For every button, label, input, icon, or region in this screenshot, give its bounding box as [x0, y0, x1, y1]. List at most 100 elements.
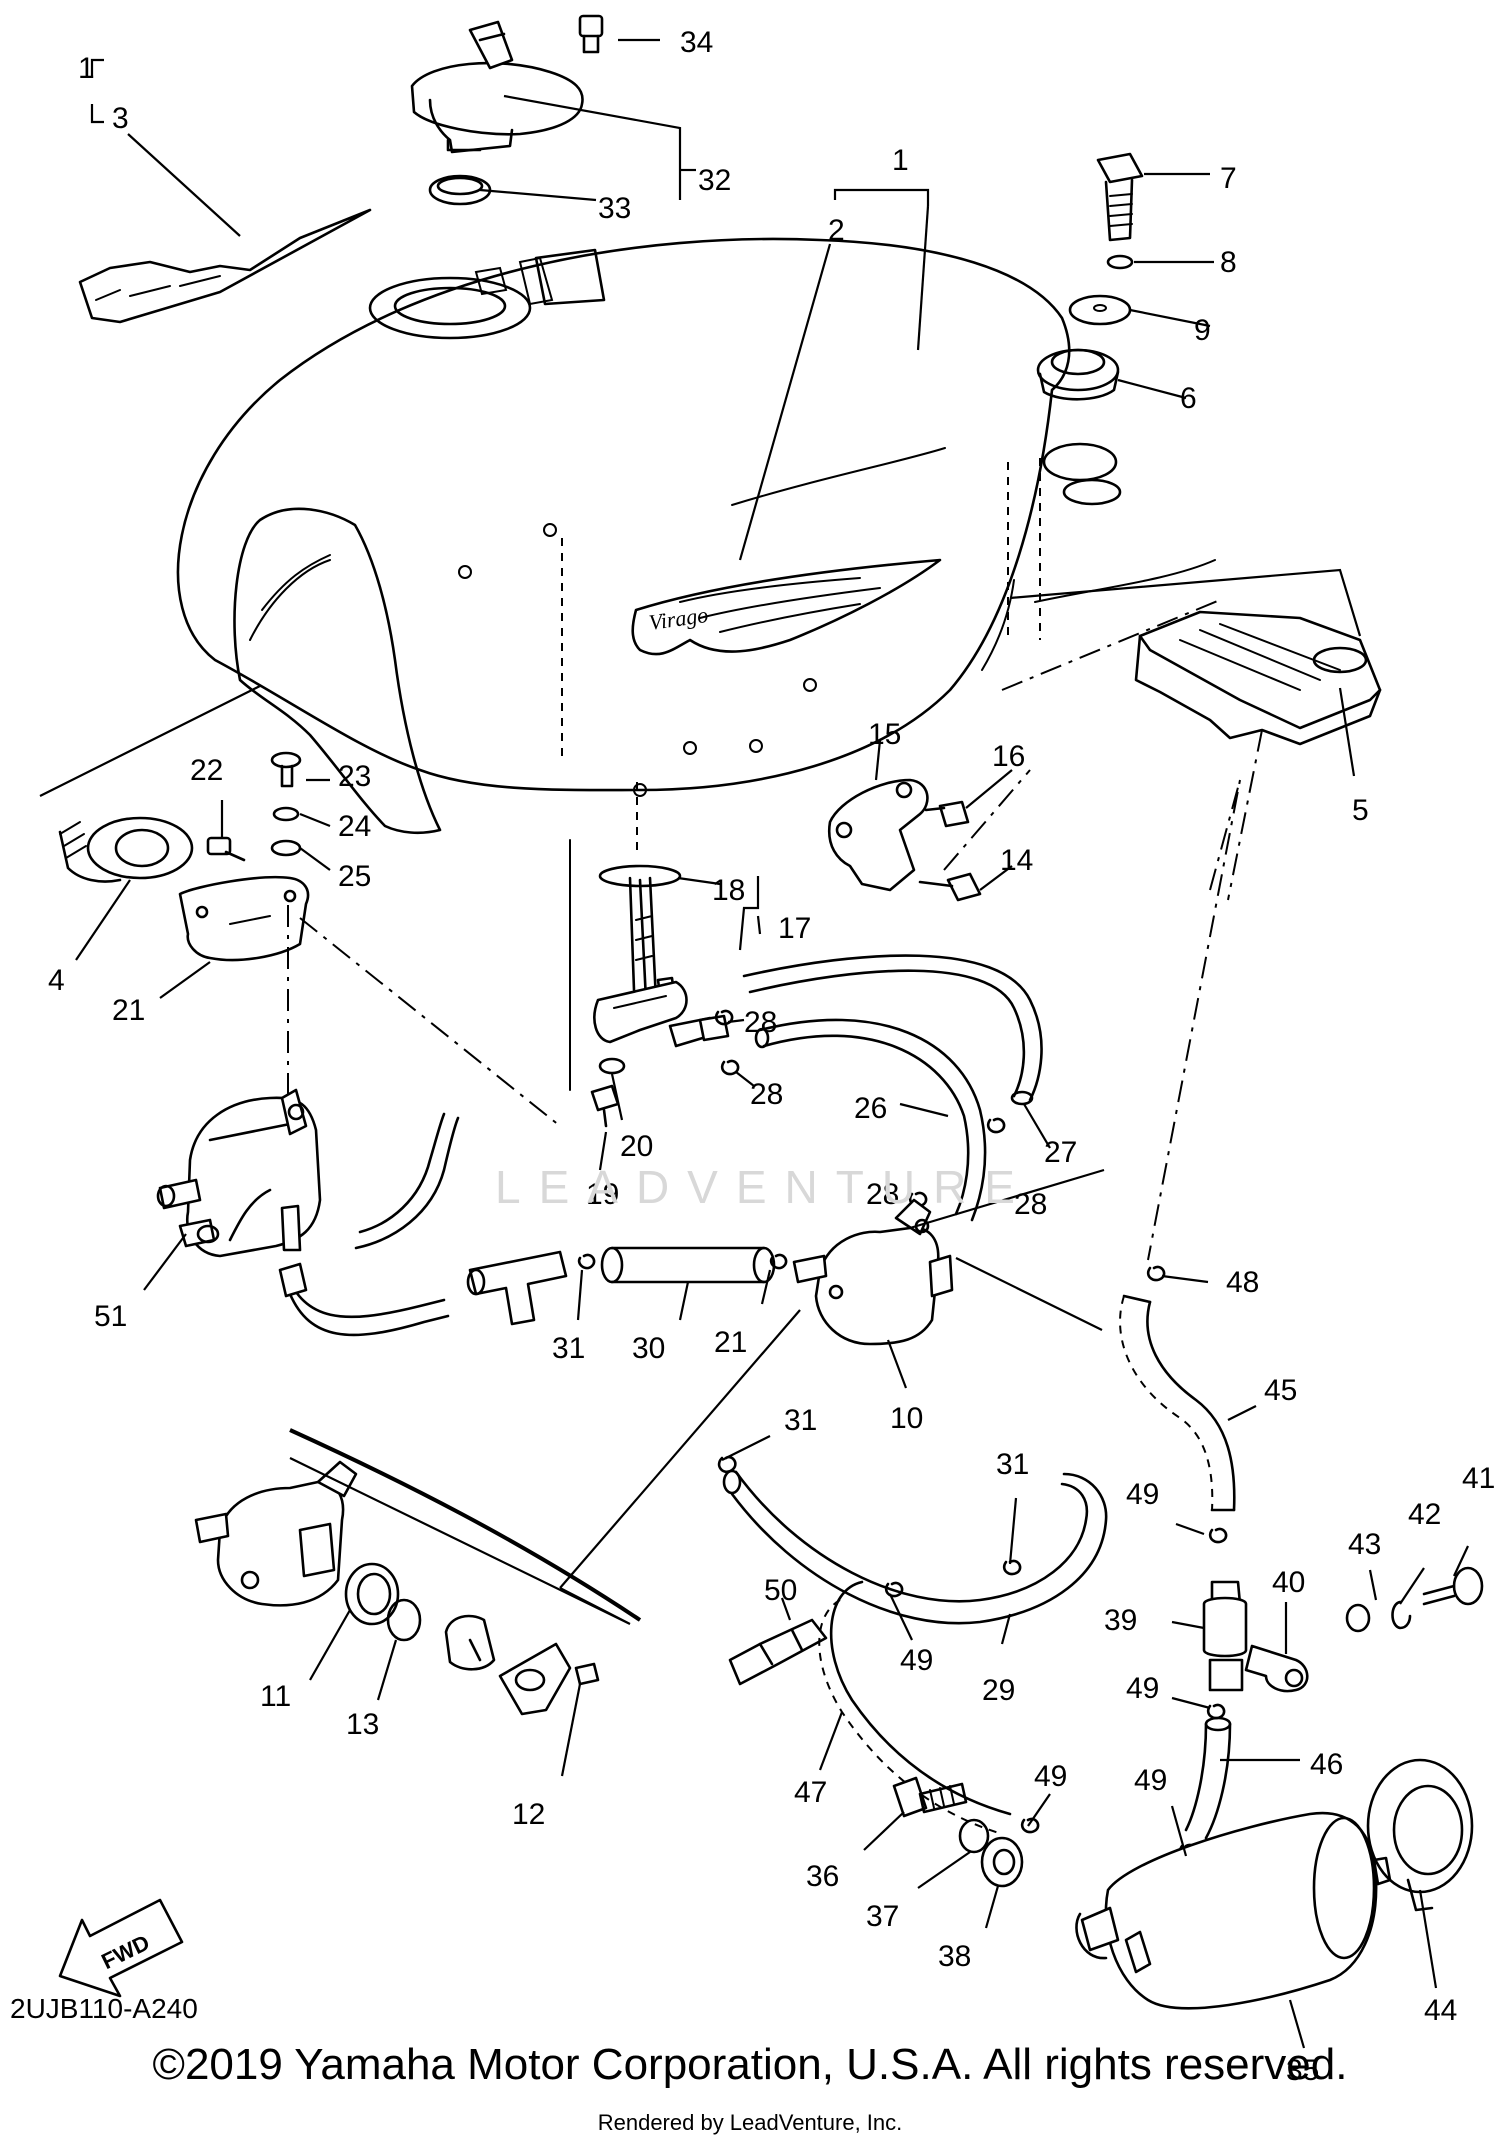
callout-35: 35: [1286, 2054, 1319, 2087]
render-note: Rendered by LeadVenture, Inc.: [597, 2110, 903, 2135]
callout-22: 22: [190, 754, 223, 787]
canister-holder: [1366, 1758, 1474, 1912]
stay-15: [827, 778, 929, 892]
callout-38: 38: [938, 1940, 971, 1973]
washer-24: [272, 806, 300, 822]
callout-30: 30: [632, 1332, 665, 1365]
callout-47: 47: [794, 1776, 827, 1809]
clip-49-a: [1208, 1527, 1228, 1544]
washer-25: [270, 839, 302, 857]
collar-37: [958, 1818, 990, 1854]
fuel-hose-26: [754, 1018, 987, 1222]
fuel-pump: [156, 1088, 322, 1258]
callout-14: 14: [1000, 844, 1033, 877]
bolt-14: [918, 872, 982, 902]
tank-emblem: [631, 558, 942, 656]
callout-1a: 1: [78, 52, 95, 85]
callout-28d: 28: [1014, 1188, 1047, 1221]
clip-49-d: [1020, 1817, 1040, 1834]
callout-18: 18: [712, 874, 745, 907]
callout-31c: 31: [996, 1448, 1029, 1481]
clip-31-c: [1002, 1559, 1022, 1576]
fwd-arrow: [58, 1898, 184, 1998]
damper-4: [58, 816, 194, 883]
callout-6: 6: [1180, 382, 1197, 415]
callout-2: 2: [828, 214, 845, 247]
callout-23: 23: [338, 760, 371, 793]
bolt-16: [924, 800, 970, 828]
valve-39: [1202, 1580, 1248, 1692]
clip-50: [728, 1618, 828, 1686]
tank-decal: [78, 208, 372, 324]
callout-4: 4: [48, 964, 65, 997]
fuel-cock-body: [194, 1460, 358, 1607]
callout-36: 36: [806, 1860, 839, 1893]
lock-washer-42: [1391, 1600, 1412, 1630]
cap-screw: [578, 14, 604, 54]
callout-1b: 1: [892, 144, 909, 177]
diagram-code: 2UJB110-A240: [10, 1993, 198, 2024]
callout-45: 45: [1264, 1374, 1297, 1407]
damper-6: [1036, 348, 1120, 401]
cover-plate-12: [498, 1642, 572, 1716]
leader-lines: [39, 38, 1469, 2049]
callout-34: 34: [680, 26, 713, 59]
callout-19: 19: [586, 1178, 619, 1211]
callout-49a: 49: [1126, 1478, 1159, 1511]
pump-inlet-hose: [278, 1262, 450, 1337]
screw-41: [1422, 1566, 1484, 1606]
callout-33: 33: [598, 192, 631, 225]
callout-3: 3: [112, 102, 129, 135]
callout-40: 40: [1272, 1566, 1305, 1599]
clip-28-c: [908, 1191, 928, 1208]
callout-26: 26: [854, 1092, 887, 1125]
parts-group-bracket: [289, 1428, 642, 1622]
screw-22: [206, 836, 246, 862]
o-ring-13: [386, 1598, 422, 1642]
callout-28b: 28: [750, 1078, 783, 1111]
callout-27: 27: [1044, 1136, 1077, 1169]
lever: [444, 1614, 496, 1671]
clip-28-d: [986, 1117, 1006, 1134]
callout-49b: 49: [1126, 1672, 1159, 1705]
clip-31-b: [717, 1455, 737, 1474]
callout-51: 51: [94, 1300, 127, 1333]
callout-9: 9: [1194, 314, 1211, 347]
callout-24: 24: [338, 810, 371, 843]
callout-31a: 31: [552, 1332, 585, 1365]
callout-49c: 49: [900, 1644, 933, 1677]
bolt-7: [1096, 152, 1144, 242]
callout-10: 10: [890, 1402, 923, 1435]
clip-31-a: [577, 1253, 596, 1270]
lock-washer-8: [1106, 254, 1134, 270]
washer-43: [1345, 1603, 1371, 1633]
copyright-notice: ©2019 Yamaha Motor Corporation, U.S.A. A…: [152, 2040, 1348, 2089]
callout-43: 43: [1348, 1528, 1381, 1561]
callout-29: 29: [982, 1674, 1015, 1707]
fuel-hose-27: [742, 954, 1043, 1106]
callout-numbers: 1 3 34 32 33 1 2 7 8 9 6 5 22 23 24 25 4…: [48, 26, 1495, 2087]
clip-48: [1146, 1265, 1166, 1282]
callout-44: 44: [1424, 1994, 1457, 2027]
callout-5: 5: [1352, 794, 1369, 827]
callout-8: 8: [1220, 246, 1237, 279]
callout-46: 46: [1310, 1748, 1343, 1781]
hose-45: [1119, 1294, 1236, 1512]
callout-13: 13: [346, 1708, 379, 1741]
callout-25: 25: [338, 860, 371, 893]
screw-12: [574, 1662, 600, 1686]
callout-48: 48: [1226, 1266, 1259, 1299]
callout-16: 16: [992, 740, 1025, 773]
callout-12: 12: [512, 1798, 545, 1831]
callout-11: 11: [260, 1680, 291, 1713]
assembly-lines: [287, 599, 1263, 1261]
callout-49d: 49: [1034, 1760, 1067, 1793]
callout-15: 15: [868, 718, 901, 751]
fuel-tank: [176, 237, 1216, 835]
callout-7: 7: [1220, 162, 1237, 195]
callout-28c: 28: [866, 1178, 899, 1211]
hose-46: [1184, 1716, 1232, 1840]
callout-17: 17: [778, 912, 811, 945]
